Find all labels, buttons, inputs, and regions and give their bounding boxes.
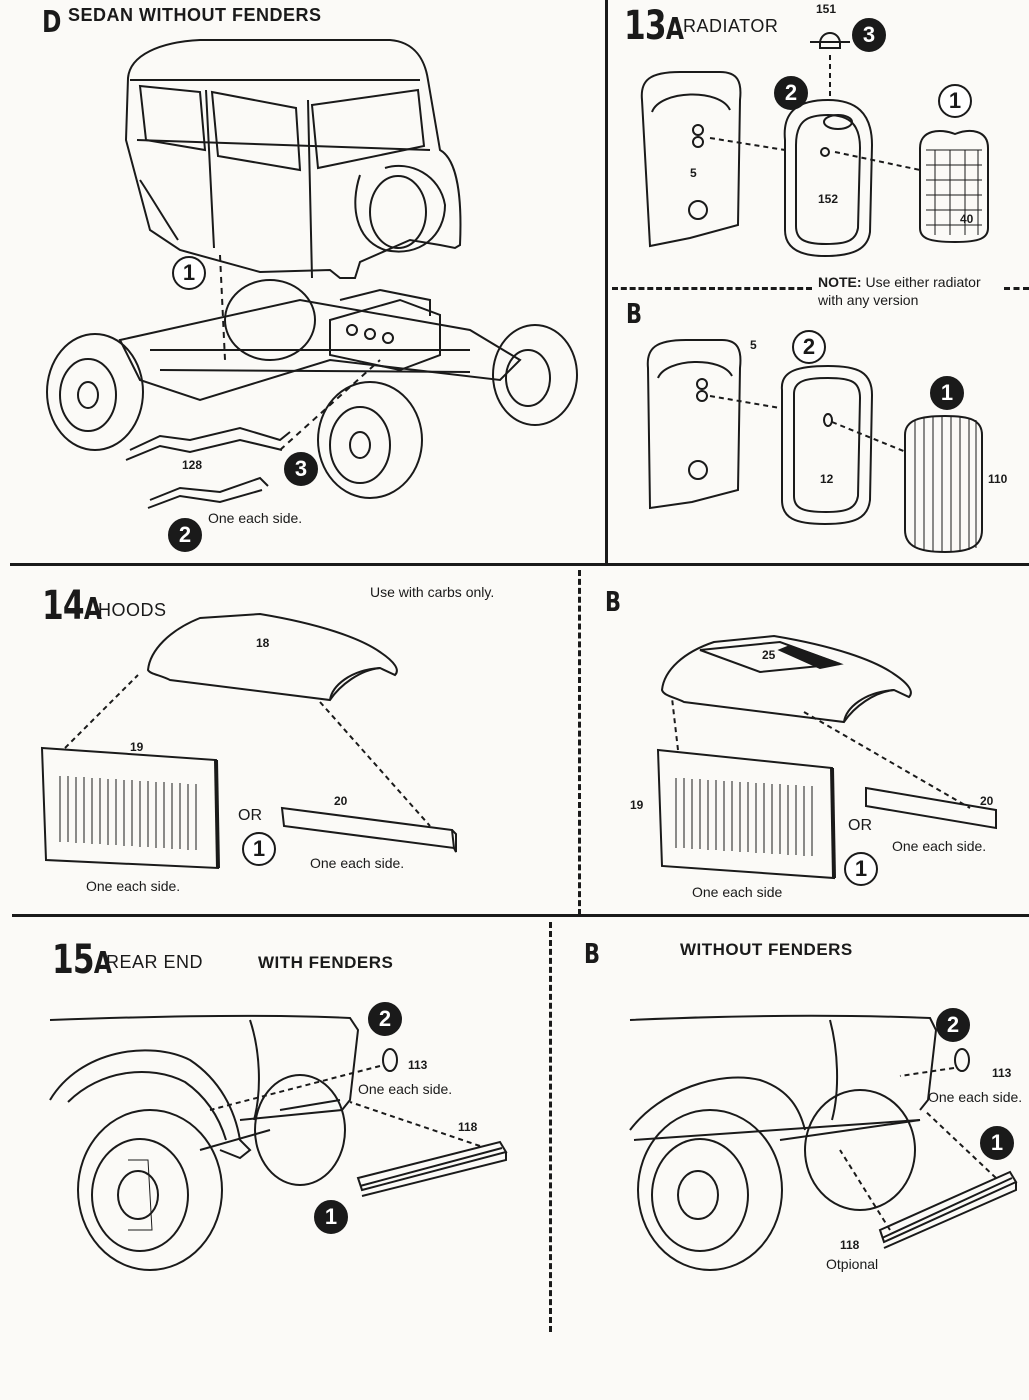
part-number-25: 25 [762,648,776,662]
callout-1-hood-b: 1 [844,852,878,886]
note-dashed-line-right [1004,287,1029,290]
callout-2-shell-b: 2 [792,330,826,364]
step-14-letter: A [83,592,102,627]
step-13-digits: 13 [624,3,667,49]
callout-1-rear-b: 1 [980,1126,1014,1160]
step-14-number: 14A [42,583,102,629]
part-number-118a: 118 [458,1120,478,1134]
radiator-a-illustration [610,0,1029,280]
radiator-b-illustration [610,320,1029,560]
each-side-panel-a: One each side. [86,878,181,894]
callout-1-body: 1 [172,256,206,290]
radiator-note: NOTE: Use either radiator [818,274,981,292]
or-label-b: OR [848,817,872,834]
divider-top-horizontal [10,563,1029,566]
divider-bottom-vertical [549,922,552,1332]
rear-end-a-illustration [40,990,560,1290]
section-d-title: SEDAN WITHOUT FENDERS [68,5,322,25]
step-15-digits: 15 [52,937,95,983]
step-13-number: 13A [624,3,684,49]
section-14-title: HOODS [98,600,167,620]
part-number-19a: 19 [130,740,144,754]
note-dashed-line-left [612,287,812,290]
part-number-113a: 113 [408,1058,428,1072]
rear-b-note: One each side. [928,1089,1023,1105]
step-13-letter: A [665,12,684,47]
part-number-5b: 5 [750,338,757,352]
rear-a-note: One each side. [358,1081,453,1097]
callout-2-rear-a: 2 [368,1002,402,1036]
step-15-letter: A [93,946,112,981]
hood-a-illustration [20,590,580,910]
section-15-subtitle-a: WITH FENDERS [258,953,394,972]
divider-middle-horizontal [12,914,1029,917]
callout-1-grille-b: 1 [930,376,964,410]
part-number-5a: 5 [690,166,697,180]
part-number-18: 18 [256,636,270,650]
hood-b-illustration [600,620,1020,920]
callout-1-grille: 1 [938,84,972,118]
part-number-20b: 20 [980,794,994,808]
part-number-152: 152 [818,192,839,206]
rear-end-b-illustration [600,990,1020,1280]
sedan-body-illustration [0,0,600,560]
part-number-110: 110 [988,472,1008,486]
each-side-strip-a: One each side. [310,855,405,871]
callout-3-ornament: 3 [852,18,886,52]
note-label: NOTE: [818,274,862,290]
carbs-note: Use with carbs only. [370,584,495,600]
callout-2-rear-b: 2 [936,1008,970,1042]
each-side-panel-b: One each side [692,884,783,900]
step-letter-d: D [42,5,61,40]
callout-1-rear-a: 1 [314,1200,348,1234]
part-number-151: 151 [816,2,837,16]
callout-2-headers: 2 [168,518,202,552]
callout-1-hood-a: 1 [242,832,276,866]
divider-top-vertical [605,0,608,566]
divider-middle-vertical [578,570,581,915]
part-number-19b: 19 [630,798,644,812]
part-number-118b: 118 [840,1238,860,1252]
section-15-b-letter: B [584,937,601,970]
section-15-title: REAR END [106,952,204,972]
section-13-b-letter: B [626,297,643,330]
or-label-a: OR [238,807,262,824]
part-number-128: 128 [182,458,203,472]
section-14-b-letter: B [605,585,622,618]
callout-2-frame: 2 [774,76,808,110]
part-number-12: 12 [820,472,834,486]
section-d-note: One each side. [208,510,303,526]
section-15-subtitle-b: WITHOUT FENDERS [680,940,853,959]
step-14-digits: 14 [42,583,85,629]
callout-3-headers: 3 [284,452,318,486]
step-15-number: 15A [52,937,112,983]
section-13-title: RADIATOR [683,16,779,36]
note-text: Use either radiator [865,274,981,290]
rear-b-optional: Otpional [826,1256,879,1272]
part-number-40: 40 [960,212,974,226]
part-number-20a: 20 [334,794,348,808]
radiator-note-line2: with any version [818,292,919,308]
part-number-113b: 113 [992,1066,1012,1080]
each-side-strip-b: One each side. [892,838,987,854]
